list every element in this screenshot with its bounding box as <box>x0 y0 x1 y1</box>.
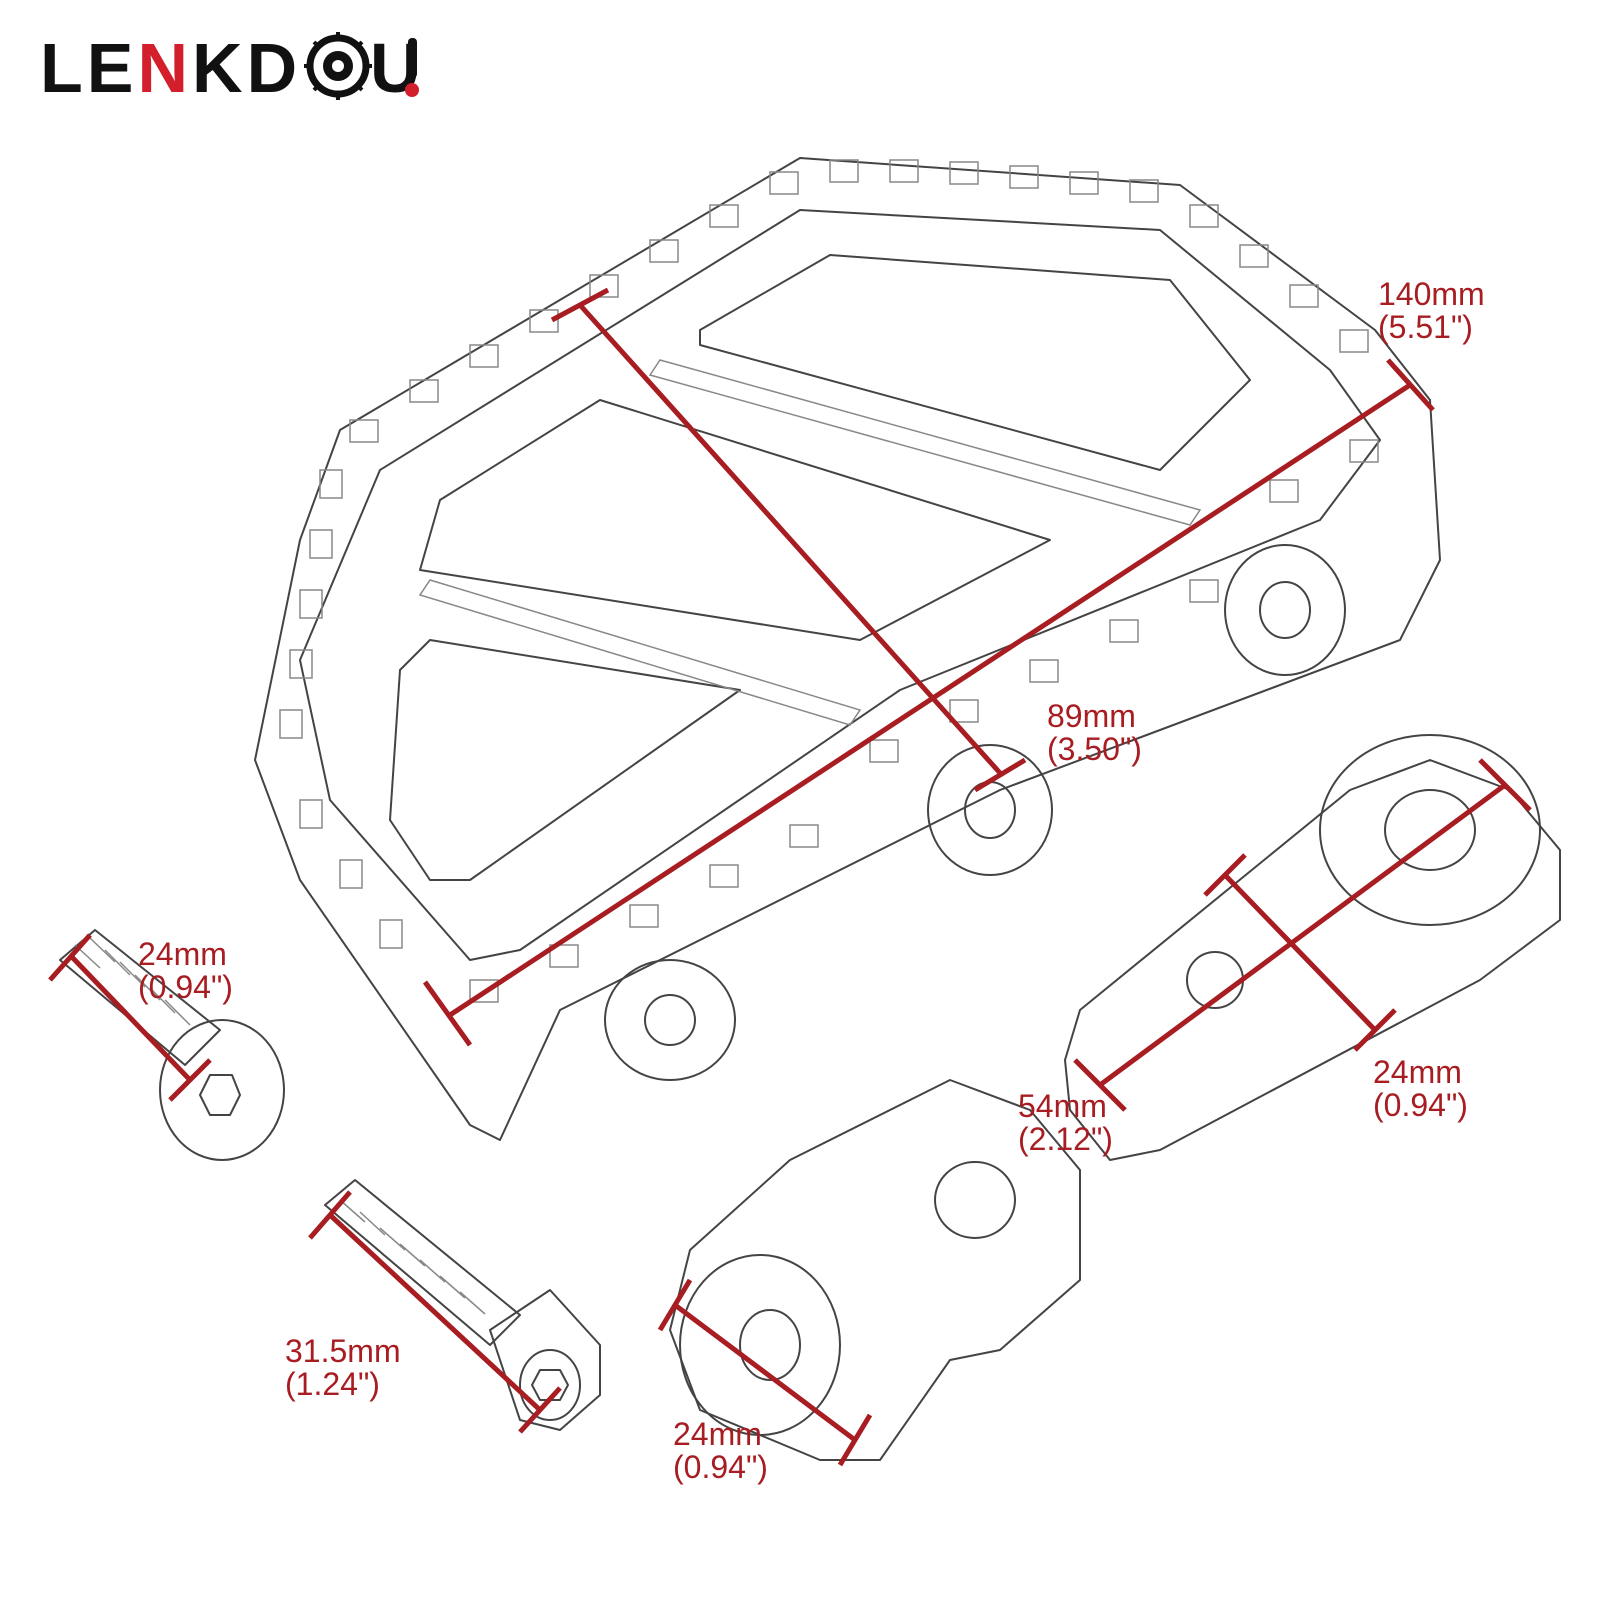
dim-metric: 24mm <box>1373 1054 1462 1090</box>
dim-metric: 24mm <box>138 936 227 972</box>
arm-link-drawing <box>1064 734 1561 1161</box>
dim-metric: 24mm <box>673 1416 762 1452</box>
dim-metric: 54mm <box>1018 1088 1107 1124</box>
dim-metric: 31.5mm <box>285 1333 401 1369</box>
mount-block-drawing <box>669 1079 1081 1461</box>
long-bolt-drawing <box>324 1179 601 1431</box>
brand-exclaim-dot <box>405 83 419 97</box>
dim-imperial: (0.94") <box>673 1449 768 1485</box>
dim-label-long-bolt: 31.5mm (1.24") <box>285 1335 401 1401</box>
dim-metric: 140mm <box>1378 276 1485 312</box>
brand-accent-letter: N <box>137 30 192 105</box>
dim-imperial: (0.94") <box>138 969 233 1005</box>
dim-metric: 89mm <box>1047 698 1136 734</box>
dim-imperial: (5.51") <box>1378 309 1473 345</box>
dim-label-mount: 24mm (0.94") <box>673 1418 768 1484</box>
dim-label-short-bolt: 24mm (0.94") <box>138 938 233 1004</box>
dim-label-pedal-length: 140mm (5.51") <box>1378 278 1485 344</box>
dim-imperial: (1.24") <box>285 1366 380 1402</box>
dim-imperial: (2.12") <box>1018 1121 1113 1157</box>
dimension-lines <box>48 287 1532 1467</box>
dim-imperial: (0.94") <box>1373 1087 1468 1123</box>
dim-label-arm-width: 24mm (0.94") <box>1373 1056 1468 1122</box>
brand-logo: LENKD U <box>40 30 420 105</box>
dim-imperial: (3.50") <box>1047 731 1142 767</box>
brand-logo-text-left: LENKD <box>40 30 301 105</box>
dim-label-arm-length: 54mm (2.12") <box>1018 1090 1113 1156</box>
pedal-plate-drawing <box>254 157 1441 1141</box>
brand-wheel-icon <box>304 32 372 100</box>
brand-exclaim-bar <box>408 38 417 78</box>
dim-label-pedal-width: 89mm (3.50") <box>1047 700 1142 766</box>
